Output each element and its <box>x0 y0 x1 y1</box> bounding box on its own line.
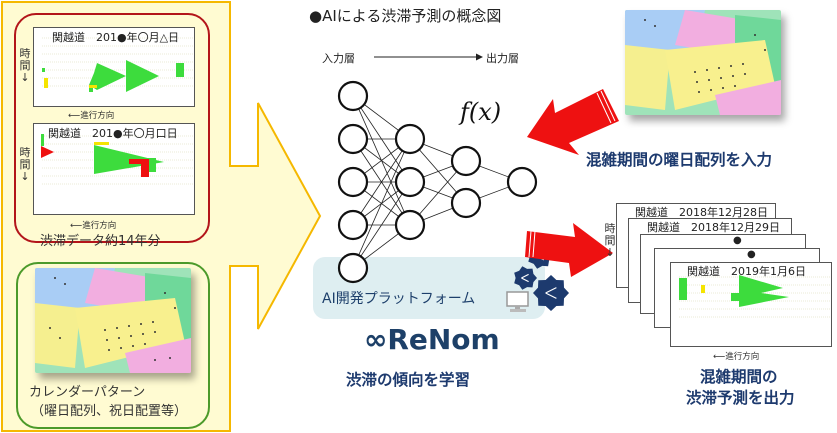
platform-label: AI開発プラットフォーム <box>322 291 476 307</box>
history-caption: 渋滞データ約14年分 <box>40 234 161 249</box>
output-layer-label: 出力層 <box>486 52 519 65</box>
time-axis-label: 時間↓ <box>19 146 31 183</box>
network-connection <box>352 138 411 269</box>
gear-share-icon <box>514 266 537 290</box>
calendar-image <box>625 10 781 115</box>
time-axis-label: 時間↓ <box>604 222 616 259</box>
network-node-layer-3 <box>450 145 482 177</box>
network-node-layer-1 <box>337 252 369 284</box>
computer-icon <box>506 291 529 312</box>
calendar-image <box>35 268 191 373</box>
layer-direction-arrow <box>374 53 483 61</box>
congestion-heatmap <box>41 134 194 185</box>
output-chart-5: 関越道 2019年1月6日 <box>670 262 832 347</box>
calendar-caption-line2: （曜日配列、祝日配置等） <box>31 404 188 419</box>
output-arrow-icon <box>525 223 613 277</box>
page-title: ●AIによる渋滞予測の概念図 <box>309 7 502 25</box>
network-node-layer-2 <box>394 123 426 155</box>
network-node-layer-2 <box>394 166 426 198</box>
network-node-layer-2 <box>394 209 426 241</box>
output-caption-line1: 混雑期間の <box>700 368 778 386</box>
direction-label: ⟵進行方向 <box>713 352 760 362</box>
time-axis-label: 時間↓ <box>19 47 31 84</box>
function-label: f(x) <box>460 98 502 126</box>
chart-title: 関越道 2018年12月28日 <box>635 206 768 219</box>
chart-title: 関越道 201●年〇月口日 <box>48 127 178 140</box>
direction-label: ⟵進行方向 <box>70 221 117 231</box>
history-chart-1: 関越道 201●年〇月△日 <box>33 27 195 107</box>
output-caption-line2: 渋滞予測を出力 <box>686 389 795 407</box>
network-connection <box>352 181 411 269</box>
network-connection <box>352 138 411 226</box>
renom-logo: ∞ReNom <box>364 323 500 356</box>
calendar-pattern-panel <box>16 262 210 429</box>
input-calendar-photo <box>625 10 781 115</box>
ellipsis-dot: ● <box>733 235 742 246</box>
network-node-layer-1 <box>337 123 369 155</box>
network-node-layer-1 <box>337 209 369 241</box>
calendar-photo <box>35 268 191 373</box>
input-caption: 混雑期間の曜日配列を入力 <box>586 151 773 169</box>
congestion-heatmap <box>679 275 831 318</box>
share-glyph <box>521 273 529 283</box>
gear-share-icon <box>533 275 569 311</box>
learning-caption: 渋滞の傾向を学習 <box>346 371 471 389</box>
congestion-heatmap <box>42 37 194 92</box>
chart-title: 関越道 201●年〇月△日 <box>52 31 180 44</box>
input-layer-label: 入力層 <box>322 52 355 65</box>
network-node-layer-1 <box>337 166 369 198</box>
network-node-layer-1 <box>337 80 369 112</box>
network-node-layer-3 <box>450 187 482 219</box>
direction-label: ⟵進行方向 <box>68 111 115 121</box>
history-data-panel <box>14 13 210 243</box>
ellipsis-dot: ● <box>747 249 756 260</box>
input-arrow-icon <box>527 89 619 155</box>
calendar-caption-line1: カレンダーパターン <box>29 385 146 400</box>
history-chart-2: 関越道 201●年〇月口日 <box>33 123 195 215</box>
chart-title: 関越道 2019年1月6日 <box>687 265 806 278</box>
share-glyph <box>545 287 557 299</box>
network-node-layer-4 <box>506 166 538 198</box>
chart-title: 関越道 2018年12月29日 <box>647 221 780 234</box>
